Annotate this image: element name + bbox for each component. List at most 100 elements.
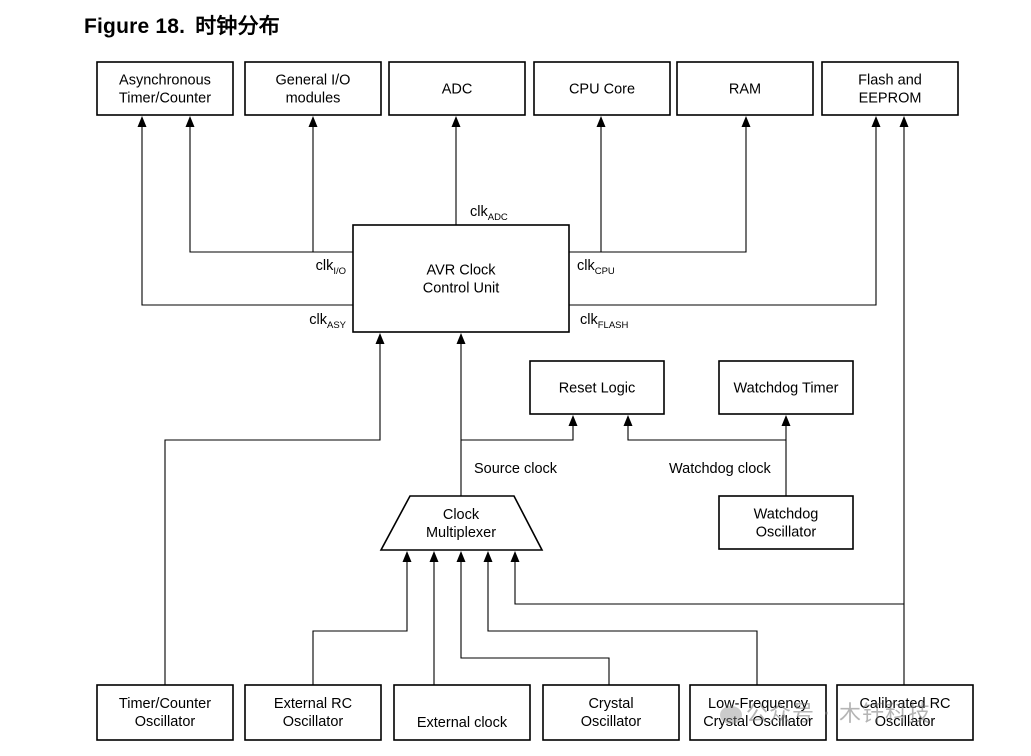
watchdog-oscillator-block-line-2: Oscillator xyxy=(756,525,817,541)
arrow-ram xyxy=(741,116,751,127)
figure-title-cn: 时钟分布 xyxy=(195,14,281,38)
watchdog-clock-label: Watchdog clock xyxy=(669,461,772,477)
arrow-async-asy xyxy=(137,116,147,127)
clk-asy-base: clk xyxy=(309,312,327,328)
external-clock-block xyxy=(393,684,531,741)
cpu-core-block-line-1: CPU Core xyxy=(569,82,635,98)
flash-eeprom-block-line-2: EEPROM xyxy=(859,91,922,107)
asynchronous-timer-counter-block xyxy=(96,61,234,116)
clk-adc-base: clk xyxy=(470,204,488,220)
clk-flash-base: clk xyxy=(580,312,598,328)
avr-clock-control-unit-line-1: AVR Clock xyxy=(426,263,496,279)
clock-multiplexer xyxy=(379,495,544,551)
arrow-control-tco xyxy=(375,333,385,344)
arrow-mux-crc xyxy=(510,551,520,562)
calibrated-rc-to-mux-wire xyxy=(514,562,904,605)
arrow-mux-xtal xyxy=(456,551,466,562)
clk-cpu-wire-ram xyxy=(569,127,747,253)
arrowheads xyxy=(137,116,909,562)
calibrated-rc-oscillator-block xyxy=(836,684,974,741)
low-frequency-crystal-oscillator-block-line-2: Crystal Oscillator xyxy=(703,714,813,730)
adc-block-line-1: ADC xyxy=(442,82,473,98)
diagram-blocks xyxy=(96,61,974,741)
watermark-text: 公众号 · 木钎科技 xyxy=(746,702,931,727)
low-frequency-crystal-oscillator-block-line-1: Low-Frequency xyxy=(708,696,809,712)
arrow-mux-erc xyxy=(402,551,412,562)
ram-block xyxy=(676,61,814,116)
calibrated-rc-oscillator-block-line-2: Oscillator xyxy=(875,714,936,730)
watchdog-oscillator-block-line-1: Watchdog xyxy=(754,507,819,523)
clk-flash-wire xyxy=(569,127,877,306)
crystal-oscillator-block-line-1: Crystal xyxy=(588,696,633,712)
ram-block-line-1: RAM xyxy=(729,82,761,98)
cpu-core-block xyxy=(533,61,671,116)
clk-cpu-subscript: CPU xyxy=(595,266,615,277)
timer-counter-oscillator-block-line-2: Oscillator xyxy=(135,714,196,730)
watchdog-oscillator-block xyxy=(718,495,854,550)
clock-multiplexer-line-2: Multiplexer xyxy=(426,525,496,541)
clk-io-subscript: I/O xyxy=(333,266,346,277)
figure-number: Figure 18. xyxy=(84,15,186,38)
lf-crystal-to-mux-wire xyxy=(487,562,758,685)
crystal-to-mux-wire xyxy=(460,562,610,685)
clk-flash-label: clkFLASH xyxy=(580,312,628,331)
arrow-reset-source xyxy=(568,415,578,426)
arrow-mux-lfx xyxy=(483,551,493,562)
clk-cpu-label: clkCPU xyxy=(577,258,615,277)
watchdog-clock-to-reset-wire xyxy=(627,426,786,441)
adc-block xyxy=(388,61,526,116)
arrow-flash-rc xyxy=(899,116,909,127)
arrow-async-io xyxy=(185,116,195,127)
timer-counter-oscillator-block xyxy=(96,684,234,741)
clk-asy-label: clkASY xyxy=(309,312,346,331)
external-rc-oscillator-block-line-2: Oscillator xyxy=(283,714,344,730)
connection-wires xyxy=(141,127,905,685)
arrow-reset-watchdog xyxy=(623,415,633,426)
external-clock-block-line-1: External clock xyxy=(417,715,508,731)
crystal-oscillator-block xyxy=(542,684,680,741)
clk-asy-wire xyxy=(141,127,353,306)
arrow-control-source xyxy=(456,333,466,344)
avr-clock-control-unit-line-2: Control Unit xyxy=(423,281,500,297)
clk-io-base: clk xyxy=(316,258,334,274)
wechat-icon xyxy=(720,706,742,724)
avr-clock-control-unit xyxy=(352,224,570,333)
clk-flash-subscript: FLASH xyxy=(598,320,629,331)
arrow-flash xyxy=(871,116,881,127)
low-frequency-crystal-oscillator-block xyxy=(689,684,827,741)
clock-multiplexer-line-1: Clock xyxy=(443,507,480,523)
reset-logic-block xyxy=(529,360,665,415)
arrow-cpu xyxy=(596,116,606,127)
asynchronous-timer-counter-block-line-2: Timer/Counter xyxy=(119,91,211,107)
arrow-adc xyxy=(451,116,461,127)
flash-eeprom-block xyxy=(821,61,959,116)
source-clock-to-reset-wire xyxy=(461,426,574,441)
watchdog-timer-block-line-1: Watchdog Timer xyxy=(733,381,838,397)
watermark: 公众号 · 木钎科技 xyxy=(720,696,931,728)
external-rc-to-mux-wire xyxy=(312,562,408,685)
clk-adc-label: clkADC xyxy=(470,204,508,223)
clk-io-label: clkI/O xyxy=(316,258,346,277)
tco-to-control-wire xyxy=(164,344,381,685)
source-clock-label: Source clock xyxy=(474,461,558,477)
arrow-gio xyxy=(308,116,318,127)
reset-logic-block-line-1: Reset Logic xyxy=(559,381,636,397)
external-rc-oscillator-block-line-1: External RC xyxy=(274,696,352,712)
external-rc-oscillator-block xyxy=(244,684,382,741)
watchdog-timer-block xyxy=(718,360,854,415)
arrow-mux-ext xyxy=(429,551,439,562)
crystal-oscillator-block-line-2: Oscillator xyxy=(581,714,642,730)
general-io-modules-block xyxy=(244,61,382,116)
flash-eeprom-block-line-1: Flash and xyxy=(858,73,922,89)
clk-cpu-base: clk xyxy=(577,258,595,274)
clk-io-wire-async xyxy=(189,127,353,253)
general-io-modules-block-line-2: modules xyxy=(286,91,341,107)
figure-title: Figure 18. 时钟分布 xyxy=(84,10,280,40)
clk-asy-subscript: ASY xyxy=(327,320,347,331)
clk-adc-subscript: ADC xyxy=(488,212,508,223)
general-io-modules-block-line-1: General I/O xyxy=(276,73,351,89)
timer-counter-oscillator-block-line-1: Timer/Counter xyxy=(119,696,211,712)
calibrated-rc-oscillator-block-line-1: Calibrated RC xyxy=(859,696,950,712)
